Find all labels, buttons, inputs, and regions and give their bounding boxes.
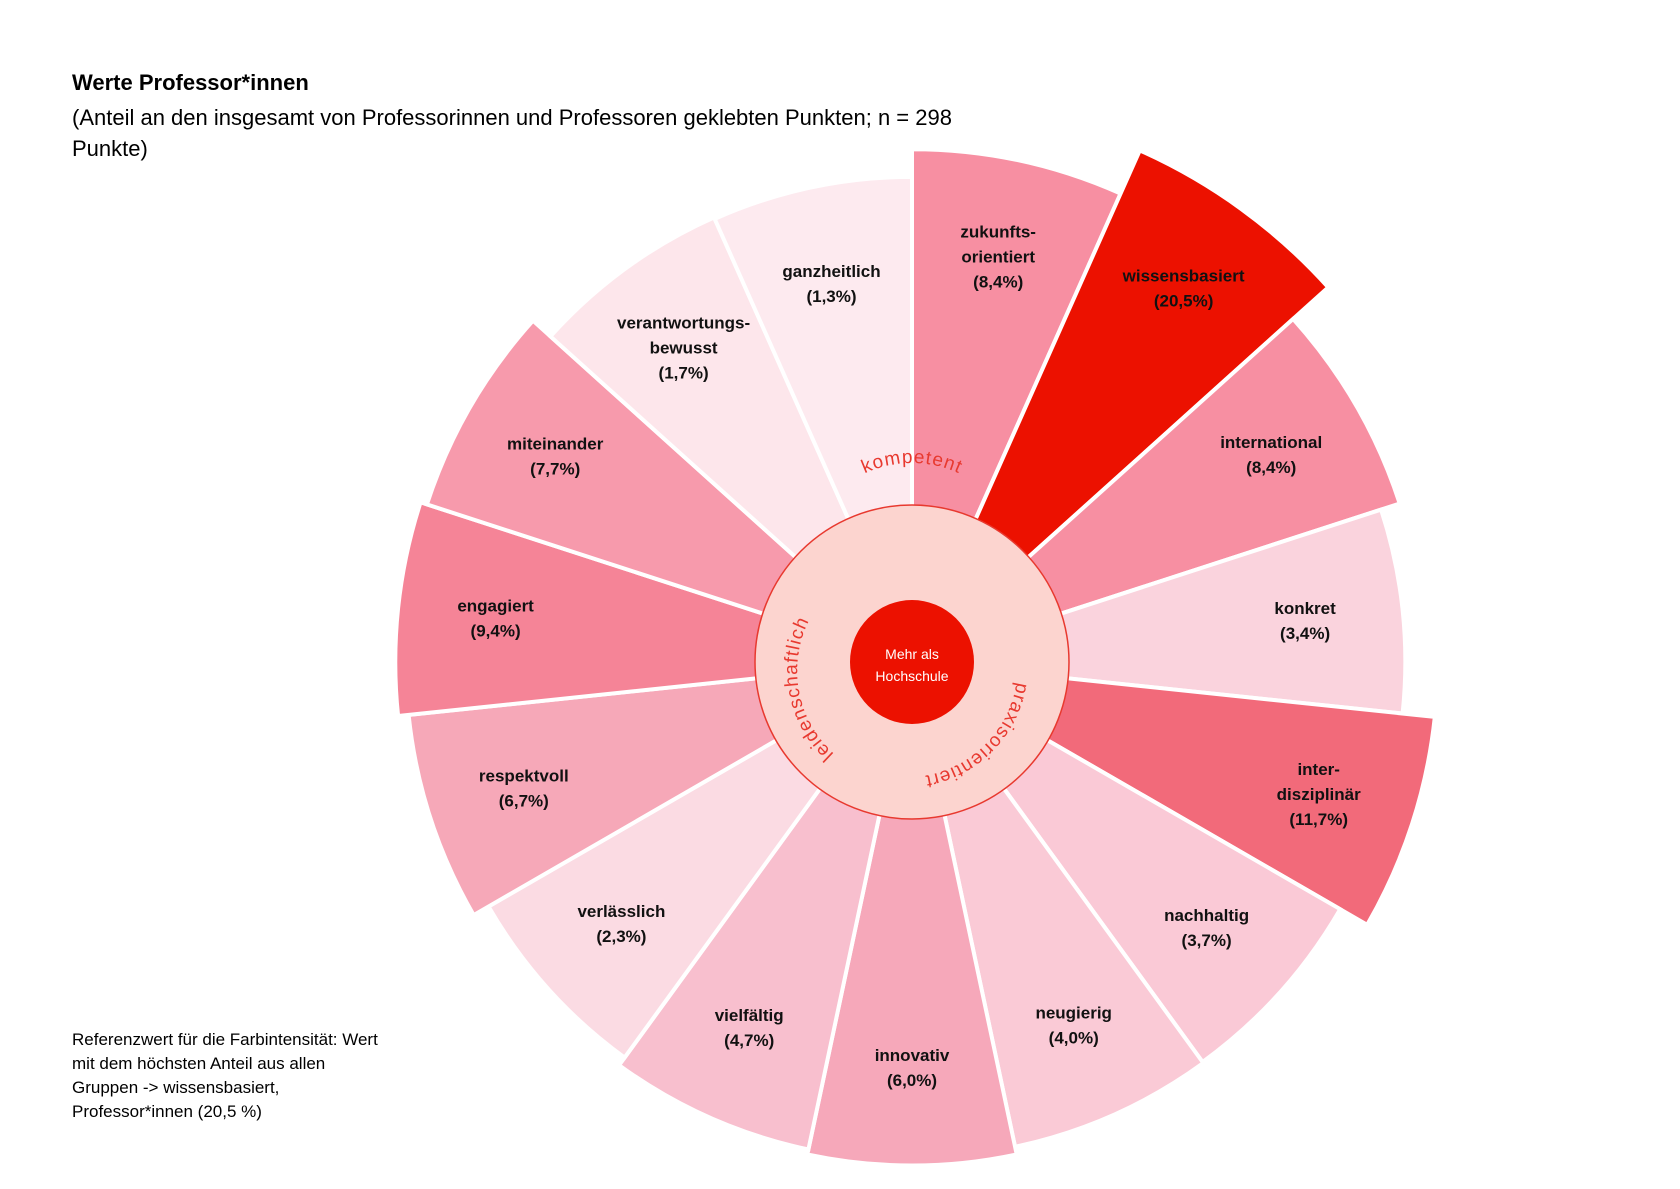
center-label-line-2: Hochschule <box>875 668 948 684</box>
segment-value-label: (3,7%) <box>1182 931 1232 950</box>
segment-category-label: konkret <box>1274 599 1336 618</box>
segment-category-label: international <box>1220 433 1322 452</box>
segment-category-label: disziplinär <box>1277 785 1361 804</box>
segment-value-label: (2,3%) <box>596 927 646 946</box>
segment-value-label: (20,5%) <box>1154 292 1214 311</box>
wheel-segment <box>804 661 1020 1168</box>
segment-category-label: vielfältig <box>715 1006 784 1025</box>
segment-value-label: (6,0%) <box>887 1071 937 1090</box>
segment-category-label: bewusst <box>650 339 718 358</box>
footnote: Referenzwert für die Farbintensität: Wer… <box>72 1030 378 1121</box>
center-label-line-1: Mehr als <box>885 646 939 662</box>
wheel-segment <box>910 147 1332 664</box>
segment-value-label: (9,4%) <box>471 622 521 641</box>
segment-value-label: (8,4%) <box>973 272 1023 291</box>
segment-category-label: zukunfts- <box>960 222 1036 241</box>
segment-category-label: engagiert <box>457 597 534 616</box>
segment-category-label: verlässlich <box>577 902 665 921</box>
segment-category-label: inter- <box>1297 760 1340 779</box>
segment-category-label: innovativ <box>875 1046 950 1065</box>
segment-category-label: ganzheitlich <box>782 262 880 281</box>
segment-category-label: orientiert <box>961 247 1035 266</box>
chart-title: Werte Professor*innen <box>72 70 309 95</box>
segment-value-label: (8,4%) <box>1246 458 1296 477</box>
segment-category-label: wissensbasiert <box>1122 267 1245 286</box>
segment-labels-layer: zukunfts-orientiert (8,4%) wissensbasiert (… <box>457 222 1361 1090</box>
segment-category-label: neugierig <box>1035 1004 1112 1023</box>
segment-value-label: (4,7%) <box>724 1031 774 1050</box>
segment-value-label: (7,7%) <box>530 460 580 479</box>
segment-value-label: (11,7%) <box>1289 810 1348 829</box>
center-circle <box>850 600 974 724</box>
segment-category-label: verantwortungs- <box>617 314 750 333</box>
segment-category-label: respektvoll <box>479 767 569 786</box>
segment-value-label: (1,3%) <box>806 287 856 306</box>
segment-value-label: (3,4%) <box>1280 624 1330 643</box>
segment-value-label: (6,7%) <box>499 792 549 811</box>
segment-category-label: nachhaltig <box>1164 906 1249 925</box>
segment-value-label: (4,0%) <box>1049 1029 1099 1048</box>
chart-subtitle: (Anteil an den insgesamt von Professorin… <box>72 105 952 161</box>
segment-value-label: (1,7%) <box>659 364 709 383</box>
segment-category-label: miteinander <box>507 435 604 454</box>
